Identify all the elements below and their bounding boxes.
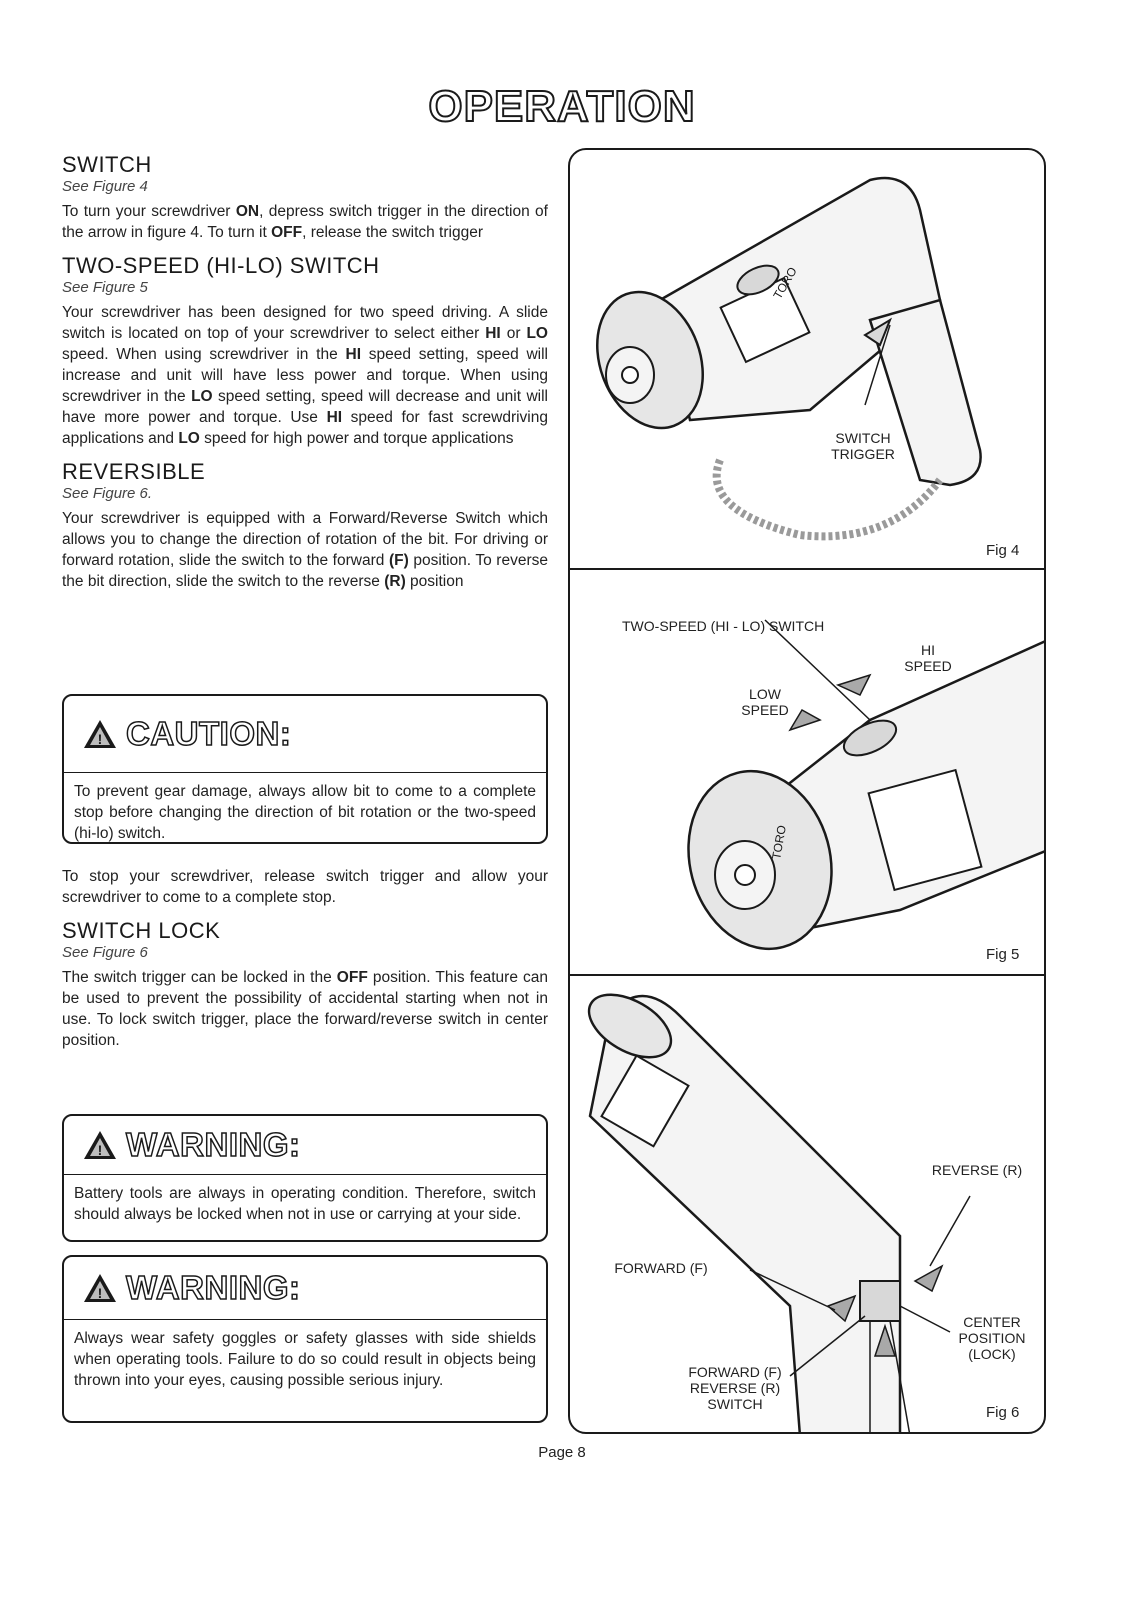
warning-body-locking: Battery tools are always in operating co… [64,1174,546,1235]
switch-lock-see-figure: See Figure 6 [62,944,148,961]
fig4-label: Fig 4 [986,542,1020,559]
warning-body-goggles: Always wear safety goggles or safety gla… [64,1319,546,1401]
fig5-two-speed-callout: TWO-SPEED (HI - LO) SWITCH [622,618,825,634]
reversible-paragraph: Your screwdriver is equipped with a Forw… [62,510,548,590]
warning-title-locking: WARNING: [125,1125,301,1164]
figure-panel: TORO SWITCH TRIGGER Fig 4 TORO TWO-SPEED… [568,148,1046,1434]
two-speed-heading: TWO-SPEED (HI-LO) SWITCH [62,253,380,278]
reversible-see-figure: See Figure 6. [62,485,153,502]
fig5-label: Fig 5 [986,946,1020,963]
switch-lock-paragraph: The switch trigger can be locked in the … [62,969,548,1049]
caution-title: CAUTION: [125,714,292,753]
stop-paragraph: To stop your screwdriver, release switch… [62,868,548,906]
fig6-center-position-callout: CENTER POSITION (LOCK) [958,1314,1026,1362]
warning-box-locking: ! WARNING: Battery tools are always in o… [62,1114,548,1242]
fig6-screwdriver-illustration [587,993,971,1432]
switch-lock-heading: SWITCH LOCK [62,918,221,943]
fig6-forward-reverse-switch-callout: FORWARD (F) REVERSE (R) SWITCH [688,1364,782,1412]
warning-header-locking: ! WARNING: [64,1116,546,1174]
warning-title-goggles: WARNING: [125,1268,301,1307]
switch-heading: SWITCH [62,152,152,177]
svg-text:!: ! [98,1142,103,1158]
caution-box: ! CAUTION: To prevent gear damage, alway… [62,694,548,844]
svg-text:!: ! [98,731,103,747]
left-column: SWITCH See Figure 4 To turn your screwdr… [62,146,548,592]
fig4-screwdriver-illustration: TORO [596,176,982,541]
reversible-heading: REVERSIBLE [62,459,206,484]
page-number: Page 8 [538,1444,586,1461]
page-title: OPERATION [427,81,696,132]
fig6-label: Fig 6 [986,1404,1020,1421]
warning-triangle-icon: ! [84,720,116,748]
fig6-reverse-callout: REVERSE (R) [931,1162,1023,1178]
fig5-brand-label: TORO [769,824,789,860]
fig6-forward-callout: FORWARD (F) [614,1260,708,1276]
switch-paragraph: To turn your screwdriver ON, depress swi… [62,203,548,241]
left-column-lower: To stop your screwdriver, release switch… [62,866,548,1051]
warning-triangle-icon: ! [84,1274,116,1302]
warning-triangle-icon: ! [84,1131,116,1159]
fig4-divider [570,568,1044,570]
fig5-low-speed-callout: LOW SPEED [741,686,789,718]
two-speed-paragraph: Your screwdriver has been designed for t… [62,304,548,447]
fig5-hi-speed-callout: HI SPEED [904,642,952,674]
fig5-screwdriver-illustration: TORO [687,619,1044,951]
svg-text:!: ! [98,1285,103,1301]
caution-body: To prevent gear damage, always allow bit… [64,772,546,842]
switch-see-figure: See Figure 4 [62,178,148,195]
two-speed-see-figure: See Figure 5 [62,279,148,296]
warning-header-goggles: ! WARNING: [64,1257,546,1319]
caution-header: ! CAUTION: [64,696,546,772]
fig5-divider [570,974,1044,976]
fig4-switch-trigger-callout: SWITCH TRIGGER [831,430,895,462]
warning-box-goggles: ! WARNING: Always wear safety goggles or… [62,1255,548,1423]
